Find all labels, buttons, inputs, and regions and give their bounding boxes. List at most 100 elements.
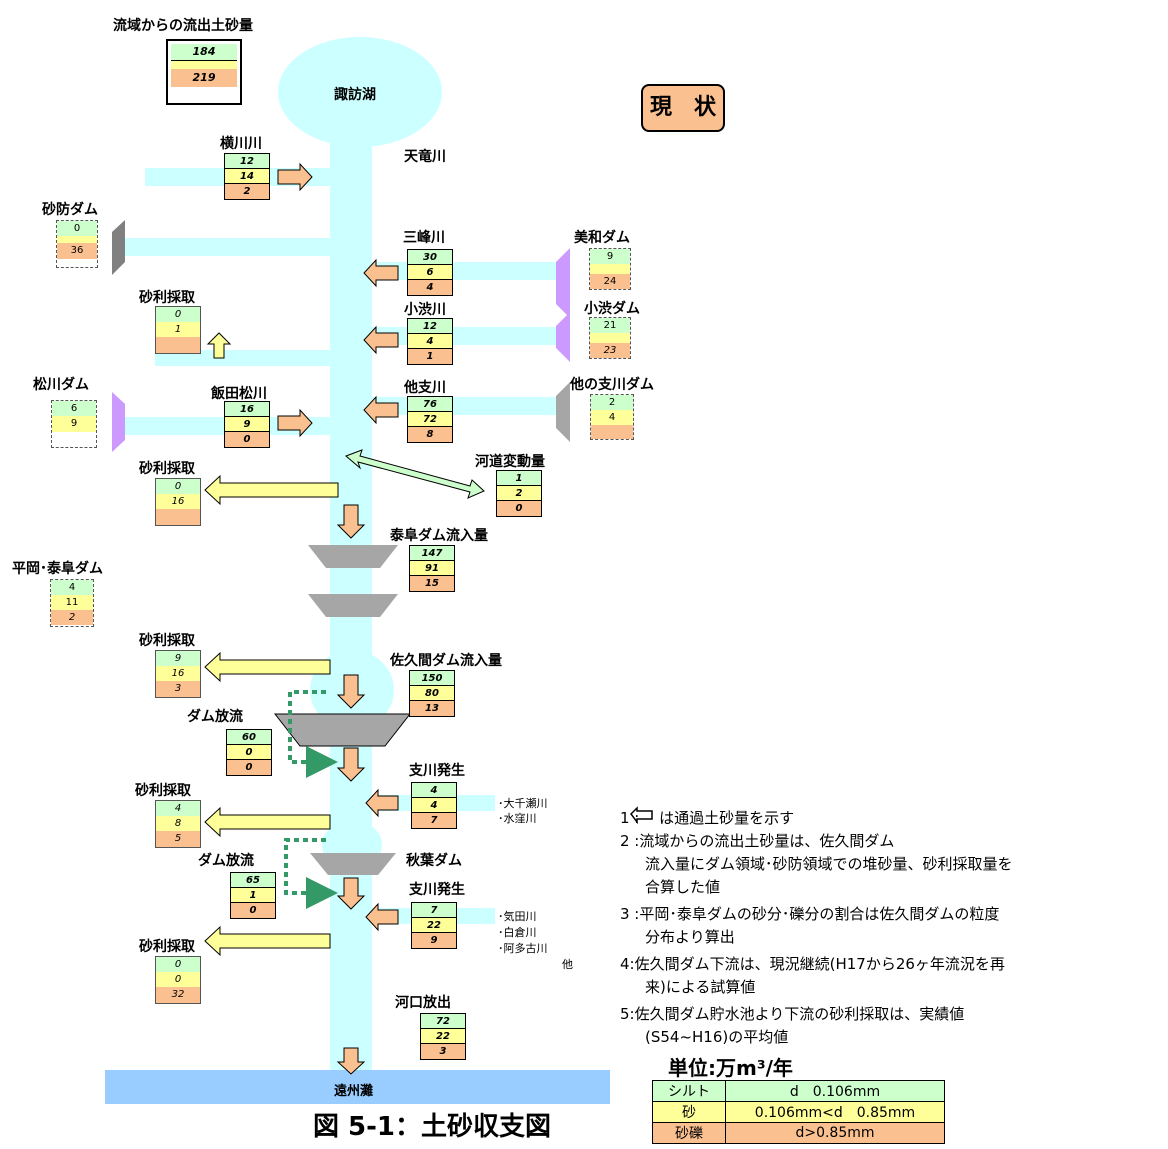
arrow-channel-change [345, 449, 485, 499]
note-5b: (S54~H16)の平均値 [645, 1028, 789, 1046]
value-gravel: 3 [421, 1044, 465, 1059]
value-sand: 72 [408, 412, 452, 427]
arrow-mibu [363, 258, 399, 288]
trib-generation-2-label: 支川発生 [409, 882, 465, 898]
sub-river-d: ･白倉川 [498, 926, 537, 939]
note-2c: 合算した値 [645, 878, 721, 896]
value-gravel: 3 [156, 681, 200, 697]
value-sand: 4 [412, 798, 456, 813]
value-silt: 147 [410, 546, 454, 561]
value-gravel: 32 [156, 987, 200, 1003]
gravel-3-box: 9 16 3 [155, 650, 201, 698]
status-badge: 現 状 [641, 84, 725, 132]
value-silt: 9 [590, 249, 630, 264]
value-gravel: 9 [52, 416, 96, 432]
hiraoka-dam-label: 平岡･泰阜ダム [12, 561, 103, 577]
basin-value-1: 184 [171, 44, 237, 61]
value-sand: 9 [225, 417, 269, 432]
value-silt: 1 [497, 471, 541, 486]
value-gravel: 36 [57, 243, 97, 259]
sub-river-e: ･阿多古川 [498, 942, 548, 955]
value-sand: 0 [156, 972, 200, 987]
yokokawa-box: 12 14 2 [224, 153, 270, 200]
other-trib-box: 76 72 8 [407, 396, 453, 443]
arrow-down-2 [336, 674, 366, 709]
arrow-down-3 [336, 747, 366, 782]
gravel-1-box: 0 1 [155, 306, 201, 354]
legend-range: d 0.106mm [725, 1080, 945, 1102]
basin-band [171, 61, 237, 69]
matsukawa-dam-label: 松川ダム [33, 377, 89, 393]
gravel-2-box: 0 16 [155, 478, 201, 526]
legend-row-gravel: 砂礫 d>0.85mm [652, 1122, 945, 1144]
note-2: 2 :流域からの流出土砂量は、佐久間ダム [620, 832, 895, 850]
value-gravel: 2 [51, 610, 93, 625]
basin-outflow-box: 184 219 [166, 39, 242, 105]
value-gravel: 9 [412, 933, 456, 948]
value-sand: 0 [227, 745, 271, 760]
value-silt: 4 [412, 783, 456, 798]
sub-river-a: ･大千瀬川 [498, 797, 548, 810]
note-3: 3 :平岡･泰阜ダムの砂分･礫分の割合は佐久間ダムの粒度 [620, 905, 1000, 923]
value-sand: 4 [408, 334, 452, 349]
other-dam-box: 2 4 [590, 394, 634, 440]
gravel-4-box: 4 8 5 [155, 800, 201, 848]
grain-size-legend: シルト d 0.106mm 砂 0.106mm<d 0.85mm 砂礫 d>0.… [652, 1080, 945, 1144]
value-gravel [591, 425, 633, 439]
arrow-gravel-up [206, 332, 232, 359]
gravel-1-label: 砂利採取 [139, 290, 195, 306]
legend-range: 0.106mm<d 0.85mm [725, 1101, 945, 1123]
value-sand: 1 [231, 888, 275, 903]
value-silt: 0 [156, 957, 200, 972]
value-gravel: 15 [410, 576, 454, 591]
value-gravel: 1 [408, 349, 452, 364]
sabo-dam-label: 砂防ダム [42, 202, 98, 218]
value-sand: 91 [410, 561, 454, 576]
koshibu-box: 12 4 1 [407, 318, 453, 365]
yokokawa-label: 横川川 [220, 136, 262, 152]
koshibu-dam-label: 小渋ダム [584, 301, 640, 317]
gravel-4-label: 砂利採取 [135, 783, 191, 799]
koshibu-dam-shape [556, 312, 570, 362]
value-gravel: 0 [231, 903, 275, 918]
value-sand: 4 [591, 410, 633, 425]
dam-release-1-label: ダム放流 [187, 709, 243, 725]
value-gravel: 0 [497, 501, 541, 516]
note-2b: 流入量にダム領域･砂防領域での堆砂量、砂利採取量を [645, 855, 1013, 873]
legend-row-silt: シルト d 0.106mm [652, 1080, 945, 1102]
value-sand: 11 [51, 595, 93, 610]
value-silt: 21 [590, 318, 630, 333]
hiraoka-dam-2 [308, 594, 398, 617]
value-silt: 9 [156, 651, 200, 666]
lake-suwa-label: 諏訪湖 [334, 87, 376, 103]
value-sand: 6 [408, 265, 452, 280]
trib-generation-1-label: 支川発生 [409, 763, 465, 779]
value-sand: 2 [497, 486, 541, 501]
yasuoka-inflow-box: 147 91 15 [409, 545, 455, 592]
yasuoka-inflow-label: 泰阜ダム流入量 [390, 528, 488, 544]
koshibu-dam-box: 21 23 [589, 317, 631, 359]
note-3b: 分布より算出 [645, 928, 735, 946]
arrow-gravel-4 [204, 806, 331, 838]
gravel-5-box: 0 0 32 [155, 956, 201, 1004]
arrow-down-4 [336, 877, 366, 910]
arrow-down-1 [336, 504, 366, 539]
value-silt: 16 [225, 402, 269, 417]
akiba-dam [310, 853, 396, 875]
unit-label: 単位:万m³/年 [668, 1056, 793, 1080]
value-silt: 0 [156, 479, 200, 494]
value-silt: 7 [412, 903, 456, 918]
value-silt: 72 [421, 1014, 465, 1029]
legend-name: 砂礫 [652, 1122, 726, 1144]
value-sand: 16 [156, 666, 200, 681]
basin-value-2: 219 [171, 69, 237, 87]
note-4b: 来)による試算値 [645, 978, 756, 996]
hiraoka-dam-box: 4 11 2 [50, 579, 94, 627]
figure-caption: 図 5-1：土砂収支図 [313, 1112, 552, 1142]
sub-river-b: ･水窪川 [498, 812, 537, 825]
mibu-label: 三峰川 [403, 230, 445, 246]
value-silt: 150 [410, 671, 454, 686]
gravel-2-label: 砂利採取 [139, 461, 195, 477]
value-gravel: 5 [156, 831, 200, 847]
